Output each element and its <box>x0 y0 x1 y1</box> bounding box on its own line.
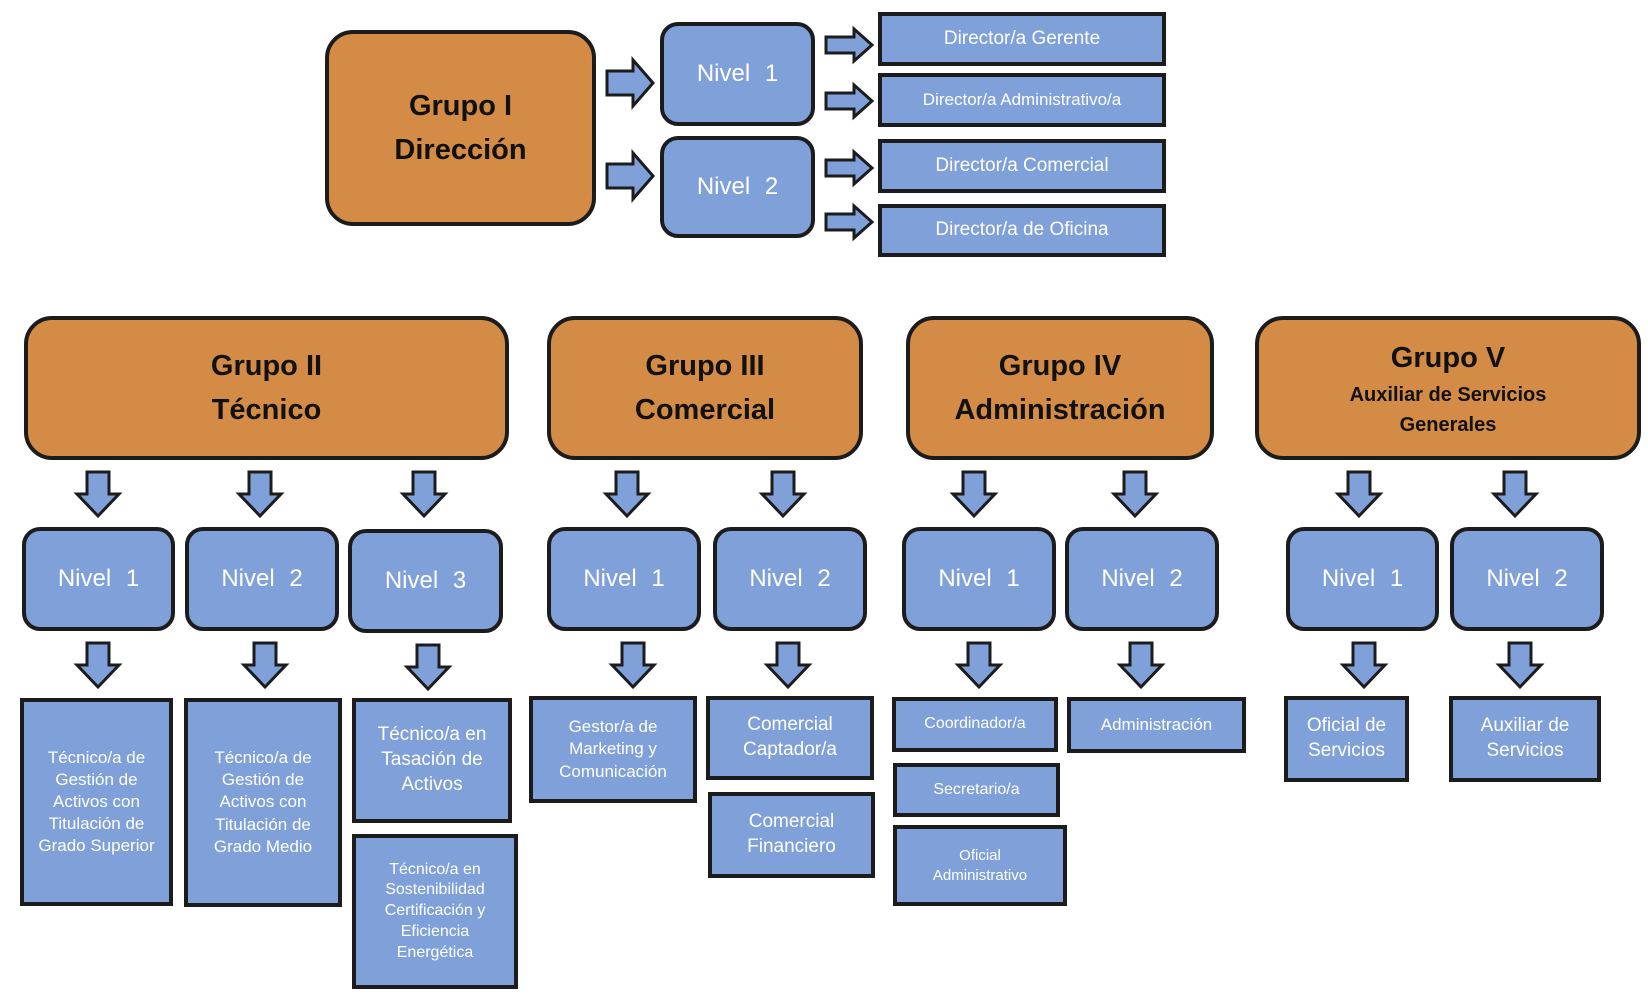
group-4-level-2: Nivel 2 <box>1065 527 1219 631</box>
group-1-level-2: Nivel 2 <box>660 136 815 238</box>
group-2-level-1: Nivel 1 <box>22 527 175 631</box>
down-arrow-icon <box>1495 641 1545 690</box>
group-4-box: Grupo IV Administración <box>906 316 1214 460</box>
down-arrow-icon <box>1339 641 1389 690</box>
role-comercial-captador: Comercial Captador/a <box>706 696 874 780</box>
role-director-comercial: Director/a Comercial <box>878 139 1166 193</box>
role-gestor-marketing: Gestor/a de Marketing y Comunicación <box>529 696 697 803</box>
group-3-box: Grupo III Comercial <box>547 316 863 460</box>
down-arrow-icon <box>602 470 652 519</box>
group-5-title: Grupo V <box>1390 342 1506 374</box>
group-3-level-2: Nivel 2 <box>713 527 867 631</box>
group-5-box: Grupo V Auxiliar de Servicios Generales <box>1255 316 1641 460</box>
down-arrow-icon <box>73 470 123 519</box>
role-administracion: Administración <box>1067 697 1246 753</box>
right-arrow-icon <box>824 202 875 242</box>
role-secretario: Secretario/a <box>893 763 1060 817</box>
role-oficial-administrativo: Oficial Administrativo <box>893 825 1067 906</box>
down-arrow-icon <box>1116 641 1166 690</box>
group-5-level-2: Nivel 2 <box>1450 527 1604 631</box>
role-oficial-servicios: Oficial de Servicios <box>1284 696 1409 782</box>
group-4-level-1: Nivel 1 <box>902 527 1056 631</box>
down-arrow-icon <box>1110 470 1160 519</box>
group-3-level-1: Nivel 1 <box>547 527 701 631</box>
down-arrow-icon <box>403 643 453 692</box>
group-1-name: Dirección <box>394 134 527 166</box>
role-auxiliar-servicios: Auxiliar de Servicios <box>1449 696 1601 782</box>
right-arrow-icon <box>605 55 655 111</box>
role-coordinador: Coordinador/a <box>892 697 1058 752</box>
role-tecnico-gestion-superior: Técnico/a de Gestión de Activos con Titu… <box>20 698 173 906</box>
role-tecnico-sostenibilidad: Técnico/a en Sostenibilidad Certificació… <box>352 834 518 989</box>
group-5-level-1: Nivel 1 <box>1286 527 1439 631</box>
group-5-subtitle: Auxiliar de Servicios Generales <box>1349 384 1547 436</box>
role-tecnico-gestion-medio: Técnico/a de Gestión de Activos con Titu… <box>184 698 342 907</box>
right-arrow-icon <box>824 25 875 65</box>
group-2-box: Grupo II Técnico <box>24 316 509 460</box>
group-3-name: Comercial <box>634 394 776 426</box>
down-arrow-icon <box>763 641 813 690</box>
group-4-name: Administración <box>954 394 1166 426</box>
group-1-title: Grupo I <box>408 90 513 122</box>
group-3-title: Grupo III <box>645 350 765 382</box>
group-1-level-1: Nivel 1 <box>660 22 815 126</box>
role-director-administrativo: Director/a Administrativo/a <box>878 73 1166 127</box>
group-2-level-2: Nivel 2 <box>185 527 339 631</box>
down-arrow-icon <box>758 470 808 519</box>
role-director-gerente: Director/a Gerente <box>878 12 1166 66</box>
down-arrow-icon <box>235 470 285 519</box>
down-arrow-icon <box>949 470 999 519</box>
down-arrow-icon <box>1490 470 1540 519</box>
down-arrow-icon <box>73 641 123 690</box>
group-1-box: Grupo I Dirección <box>325 30 596 226</box>
group-2-level-3: Nivel 3 <box>348 529 503 633</box>
group-4-title: Grupo IV <box>998 350 1122 382</box>
role-director-oficina: Director/a de Oficina <box>878 204 1166 257</box>
right-arrow-icon <box>824 148 875 188</box>
right-arrow-icon <box>824 81 875 121</box>
down-arrow-icon <box>399 470 449 519</box>
group-2-title: Grupo II <box>210 350 323 382</box>
down-arrow-icon <box>608 641 658 690</box>
group-2-name: Técnico <box>211 394 322 426</box>
down-arrow-icon <box>1334 470 1384 519</box>
role-comercial-financiero: Comercial Financiero <box>708 792 875 878</box>
down-arrow-icon <box>954 641 1004 690</box>
down-arrow-icon <box>240 641 290 690</box>
role-tecnico-tasacion: Técnico/a en Tasación de Activos <box>352 698 512 823</box>
right-arrow-icon <box>605 148 655 204</box>
